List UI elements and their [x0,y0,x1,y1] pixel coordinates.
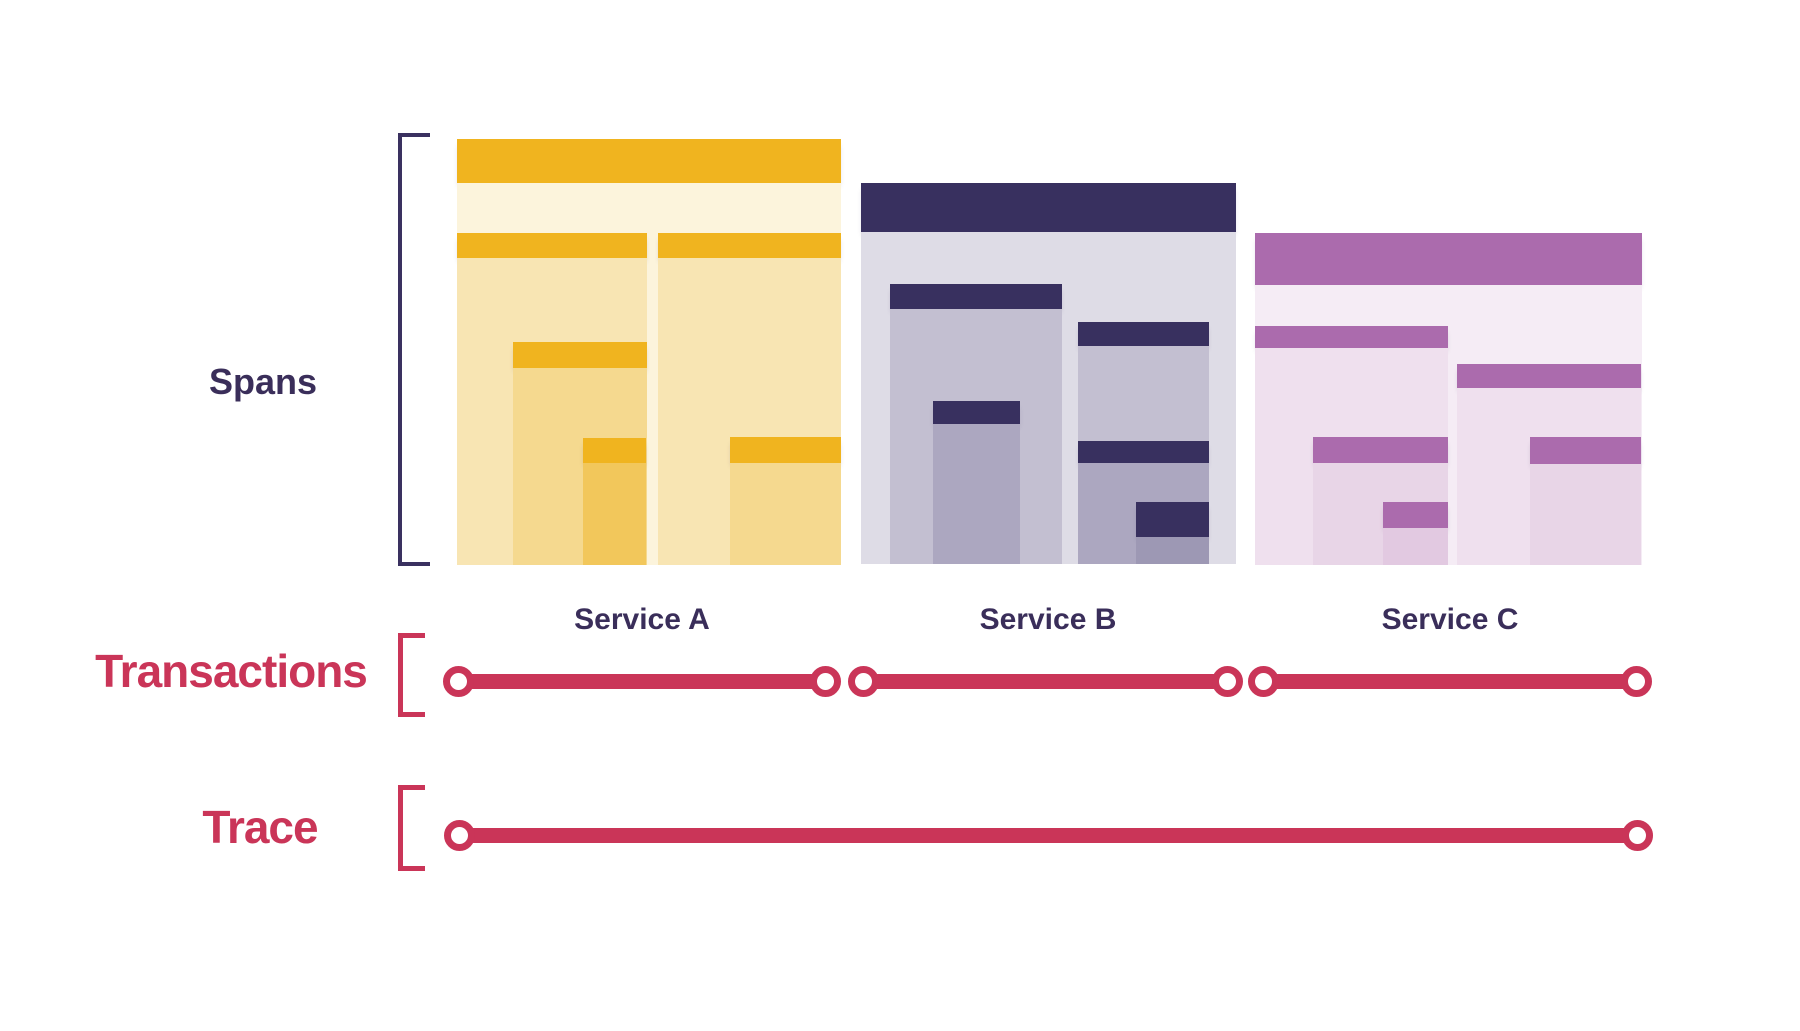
service-c-leaf-span-1-header [1383,502,1448,528]
service-b-grandchild-span-1-body [933,424,1020,564]
spans-label: Spans [208,361,318,402]
transaction-endpoint-3-end [1620,665,1652,697]
trace-endpoint-1-end [1621,819,1653,851]
transaction-line-2 [863,673,1227,689]
service-a-grandchild-span-2-header [730,437,841,463]
service-b-child-span-1-header [890,284,1062,309]
spans-bracket [398,133,430,566]
service-b-leaf-span-1-header [1136,502,1209,537]
transaction-endpoint-2-end [1211,665,1243,697]
service-a-child-span-2-header [658,233,841,258]
service-b-root-span-header [861,183,1236,232]
service-c-root-span-header [1255,233,1642,285]
service-b-grandchild-span-2-header [1078,441,1209,463]
service-a-child-span-1-header [457,233,647,258]
service-a-grandchild-span-2-body [730,463,841,565]
service-a-leaf-span-1-header [583,438,646,463]
trace-line-1 [459,827,1637,843]
service-c-grandchild-span-2-header [1530,437,1641,464]
service-b-label: Service B [979,603,1117,636]
trace-label: Trace [202,801,318,853]
transaction-endpoint-1-start [442,665,474,697]
service-b-leaf-span-1-body [1136,537,1209,564]
transactions-label: Transactions [95,645,368,697]
transactions-bracket [398,633,425,717]
service-c-child-span-1-header [1255,326,1448,348]
service-c-leaf-span-1-body [1383,528,1448,565]
service-c-label: Service C [1381,603,1519,636]
service-b-child-span-2-header [1078,322,1209,346]
transaction-line-3 [1263,673,1636,689]
transaction-endpoint-1-end [809,665,841,697]
service-a-leaf-span-1-body [583,463,646,565]
service-b-grandchild-span-1-header [933,401,1020,424]
service-c-grandchild-span-1-header [1313,437,1448,463]
service-a-grandchild-span-1-header [513,342,647,368]
service-a-root-span-header [457,139,841,183]
trace-endpoint-1-start [443,819,475,851]
transaction-endpoint-2-start [847,665,879,697]
service-a-label: Service A [574,603,710,636]
transaction-endpoint-3-start [1247,665,1279,697]
service-c-grandchild-span-2-body [1530,464,1641,565]
service-c-child-span-2-header [1457,364,1641,388]
transaction-line-1 [458,673,825,689]
trace-bracket [398,785,425,871]
